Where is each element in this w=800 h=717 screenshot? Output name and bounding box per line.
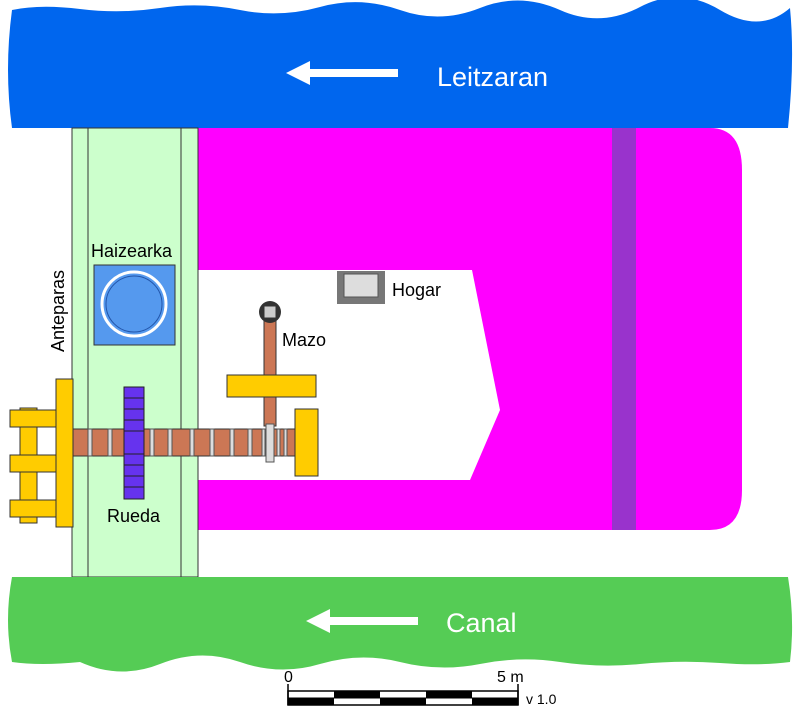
wheel-support-frame [9, 378, 74, 528]
water-wheel-rueda [123, 386, 145, 500]
river-leitzaran-label: Leitzaran [437, 62, 548, 92]
scale-bar: 0 5 m v 1.0 [284, 669, 557, 707]
forge-building [198, 128, 742, 530]
label-hogar: Hogar [392, 280, 441, 300]
channel-body [71, 127, 199, 578]
blower-drum [100, 270, 168, 338]
hearth-hogar [337, 271, 385, 304]
anvil-beam [226, 374, 317, 398]
axle-bands [87, 428, 288, 457]
flow-arrow-left-icon [286, 61, 398, 85]
label-rueda: Rueda [107, 506, 161, 526]
scale-start-label: 0 [284, 669, 293, 686]
canal: Canal [8, 577, 793, 672]
flow-arrow-left-icon [306, 609, 418, 633]
main-axle [72, 408, 319, 477]
water-channel [71, 127, 199, 578]
hammer-mazo [226, 301, 317, 427]
scale-end-label: 5 m [497, 669, 524, 686]
river-leitzaran: Leitzaran [8, 0, 793, 128]
river-leitzaran-water [8, 0, 793, 128]
wall-stripe [612, 128, 636, 530]
label-mazo: Mazo [282, 330, 326, 350]
scale-version-label: v 1.0 [526, 691, 557, 707]
cam-block [294, 408, 319, 477]
label-anteparas: Anteparas [48, 270, 68, 352]
blower-haizearka [93, 264, 176, 346]
hammer-shaft [263, 317, 277, 427]
label-haizearka: Haizearka [91, 241, 173, 261]
canal-label: Canal [446, 608, 517, 638]
